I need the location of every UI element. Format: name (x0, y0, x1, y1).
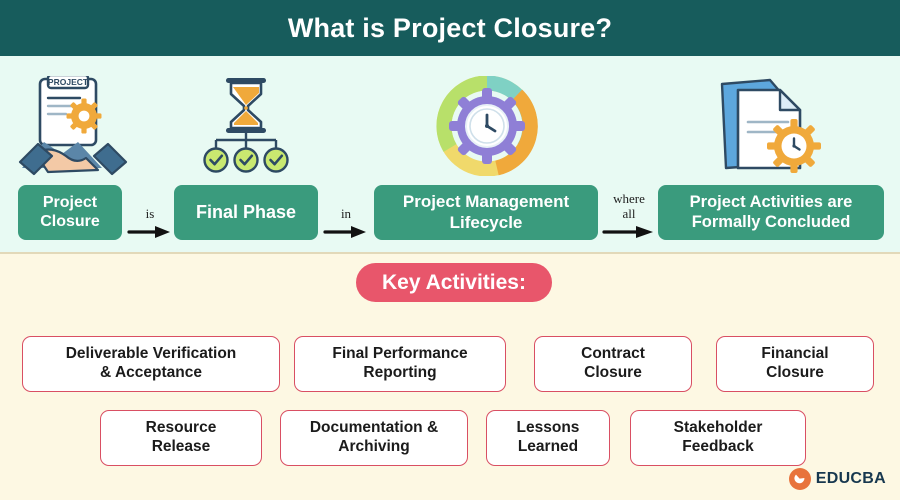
activity-label: Deliverable Verification & Acceptance (65, 345, 237, 381)
flow-step-label: Project Activities are Formally Conclude… (689, 193, 853, 231)
flow-step-label: Project Closure (40, 193, 100, 230)
flow-step-label: Final Phase (195, 201, 297, 222)
handshake-project-document-icon: PROJECT (18, 76, 128, 176)
activity-label: Stakeholder Feedback (673, 419, 763, 455)
activity-label: Lessons Learned (516, 419, 580, 455)
connector-label: where all (613, 191, 645, 221)
flow-step-project-closure: Project Closure (18, 185, 122, 240)
educba-logo: EDUCBA (788, 468, 886, 490)
activity-label: Financial Closure (761, 345, 829, 381)
flow-connector-in: in (322, 185, 370, 240)
key-activities-label: Key Activities: (382, 270, 526, 294)
svg-text:PROJECT: PROJECT (48, 77, 89, 87)
connector-label: in (340, 205, 352, 221)
activity-deliverable-verification: Deliverable Verification & Acceptance (22, 336, 280, 392)
flow-step-project-activities-formally-concluded: Project Activities are Formally Conclude… (658, 185, 884, 240)
header-bar: What is Project Closure? (0, 0, 900, 56)
activity-documentation-archiving: Documentation & Archiving (280, 410, 468, 466)
activity-resource-release: Resource Release (100, 410, 262, 466)
flow-step-label: Project Management Lifecycle (402, 192, 570, 232)
activity-stakeholder-feedback: Stakeholder Feedback (630, 410, 806, 466)
activity-label: Contract Closure (581, 345, 645, 381)
arrow-right-icon (127, 226, 170, 238)
educba-play-mark (788, 468, 811, 490)
educba-logo-text: EDUCBA (815, 470, 886, 487)
gear-clock-lifecycle-icon (432, 76, 542, 176)
arrow-right-icon (323, 226, 366, 238)
flow-section-divider (0, 252, 900, 254)
activity-label: Documentation & Archiving (309, 419, 439, 455)
activity-contract-closure: Contract Closure (534, 336, 692, 392)
hourglass-checklist-icon (196, 76, 296, 176)
activity-lessons-learned: Lessons Learned (486, 410, 610, 466)
connector-label: is (145, 205, 155, 221)
page-title: What is Project Closure? (287, 12, 613, 43)
activity-financial-closure: Financial Closure (716, 336, 874, 392)
flow-connector-is: is (126, 185, 174, 240)
flow-step-final-phase: Final Phase (174, 185, 318, 240)
flow-connector-where-all: where all (600, 178, 658, 240)
activity-label: Resource Release (145, 419, 217, 455)
flow-step-project-management-lifecycle: Project Management Lifecycle (374, 185, 598, 240)
activity-final-performance-reporting: Final Performance Reporting (294, 336, 506, 392)
documents-gear-clock-icon (708, 76, 828, 176)
key-activities-banner: Key Activities: (356, 263, 552, 302)
arrow-right-icon (602, 226, 653, 238)
activity-label: Final Performance Reporting (332, 345, 468, 381)
